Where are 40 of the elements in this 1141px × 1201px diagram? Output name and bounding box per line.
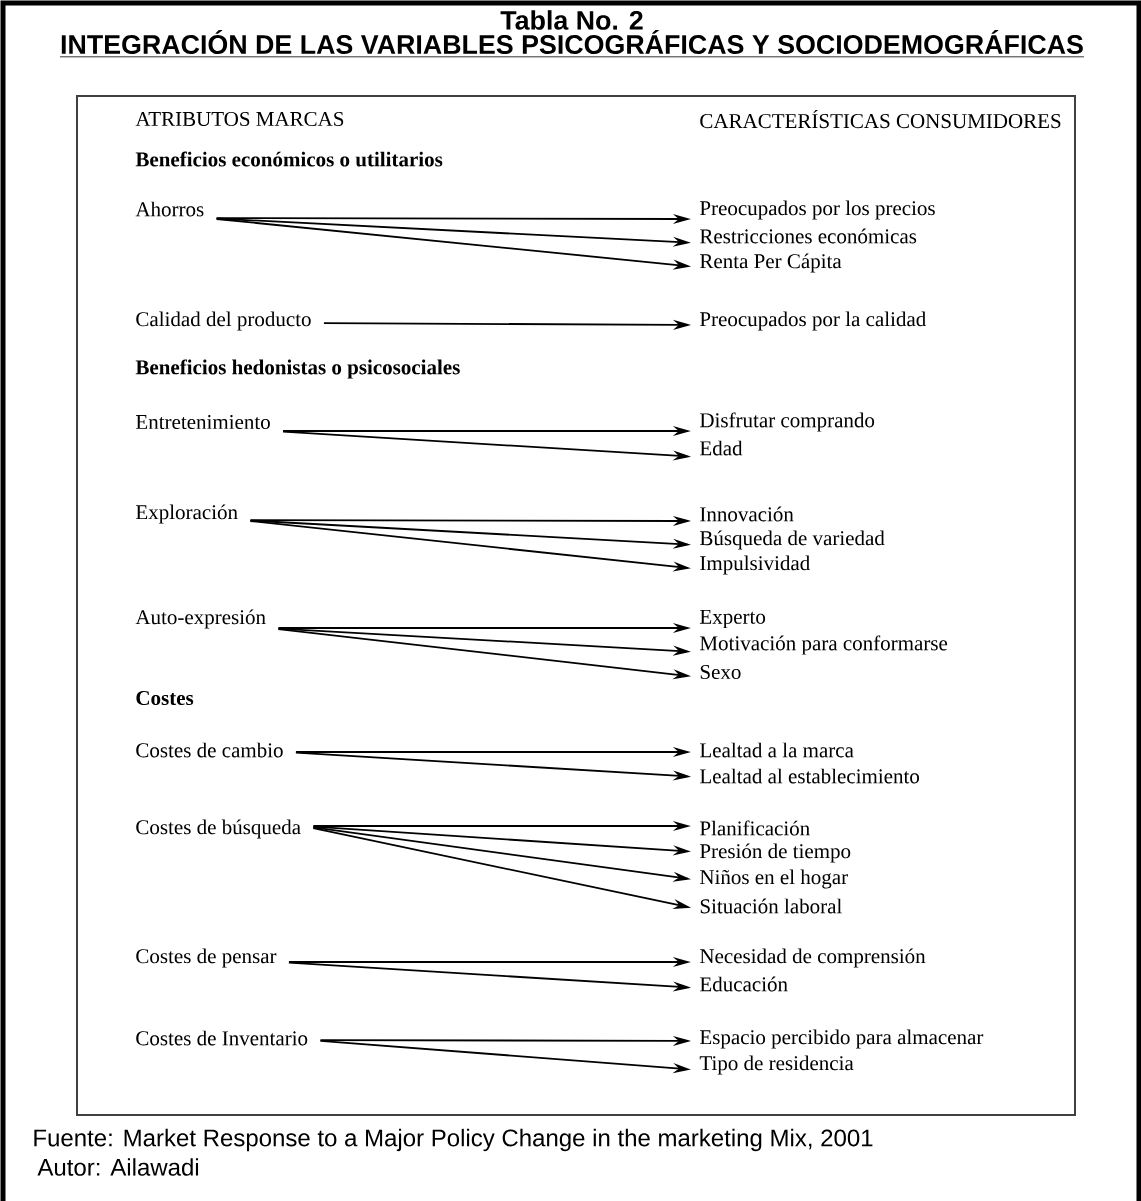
text-item: Lealtad a la marca	[700, 742, 854, 758]
text-item: Costes de búsqueda	[136, 819, 301, 839]
text-item: Necesidad de comprensión	[700, 948, 926, 968]
column-header: ATRIBUTOS MARCAS	[135, 111, 344, 127]
table-number: Tabla No. 2	[500, 10, 643, 30]
text-item: Planificación	[700, 820, 810, 836]
text-item: Edad	[700, 440, 743, 456]
text-item: Renta Per Cápita	[700, 253, 842, 273]
text-item: Ahorros	[135, 201, 204, 217]
text-item: Presión de tiempo	[700, 843, 851, 863]
text-item: Disfrutar comprando	[700, 412, 875, 432]
text-item: Motivación para conformarse	[700, 635, 948, 655]
section-heading: Costes	[136, 690, 194, 706]
text-item: Preocupados por los precios	[700, 200, 935, 220]
text-item: Entretenimiento	[136, 414, 270, 430]
text-item: Innovación	[700, 506, 794, 522]
source-note: Fuente: Market Response to a Major Policy Change in the marketing Mix, 2001	[34, 1128, 873, 1152]
text-item: Espacio percibido para almacenar	[700, 1029, 984, 1049]
text-item: Costes de Inventario	[136, 1030, 308, 1046]
text-item: Restricciones económicas	[700, 228, 917, 244]
text-item: Exploración	[136, 504, 238, 524]
section-heading: Beneficios hedonistas o psicosociales	[135, 359, 460, 379]
text-item: Educación	[700, 976, 788, 992]
text-item: Costes de pensar	[136, 948, 277, 968]
text-item: Tipo de residencia	[699, 1055, 854, 1075]
author-note: Autor: Ailawadi	[37, 1158, 199, 1176]
text-item: Lealtad al establecimiento	[700, 768, 920, 784]
title: INTEGRACIÓN DE LAS VARIABLES PSICOGRÁFICAS Y SOCIODEMOGRÁFICAS	[59, 30, 1085, 58]
text-item: Experto	[700, 609, 766, 629]
section-heading: Beneficios económicos o utilitarios	[135, 151, 443, 167]
text-item: Búsqueda de variedad	[700, 530, 885, 550]
text-item: Preocupados por la calidad	[700, 311, 926, 331]
text-item: Situación laboral	[700, 898, 842, 914]
text-item: Costes de cambio	[136, 742, 283, 758]
text-item: Sexo	[700, 664, 741, 680]
text-item: Auto-expresión	[135, 609, 266, 629]
text-item: Impulsividad	[700, 555, 810, 575]
column-header: CARACTERÍSTICAS CONSUMIDORES	[700, 109, 1061, 129]
text-item: Niños en el hogar	[700, 869, 848, 889]
text-item: Calidad del producto	[136, 311, 311, 331]
